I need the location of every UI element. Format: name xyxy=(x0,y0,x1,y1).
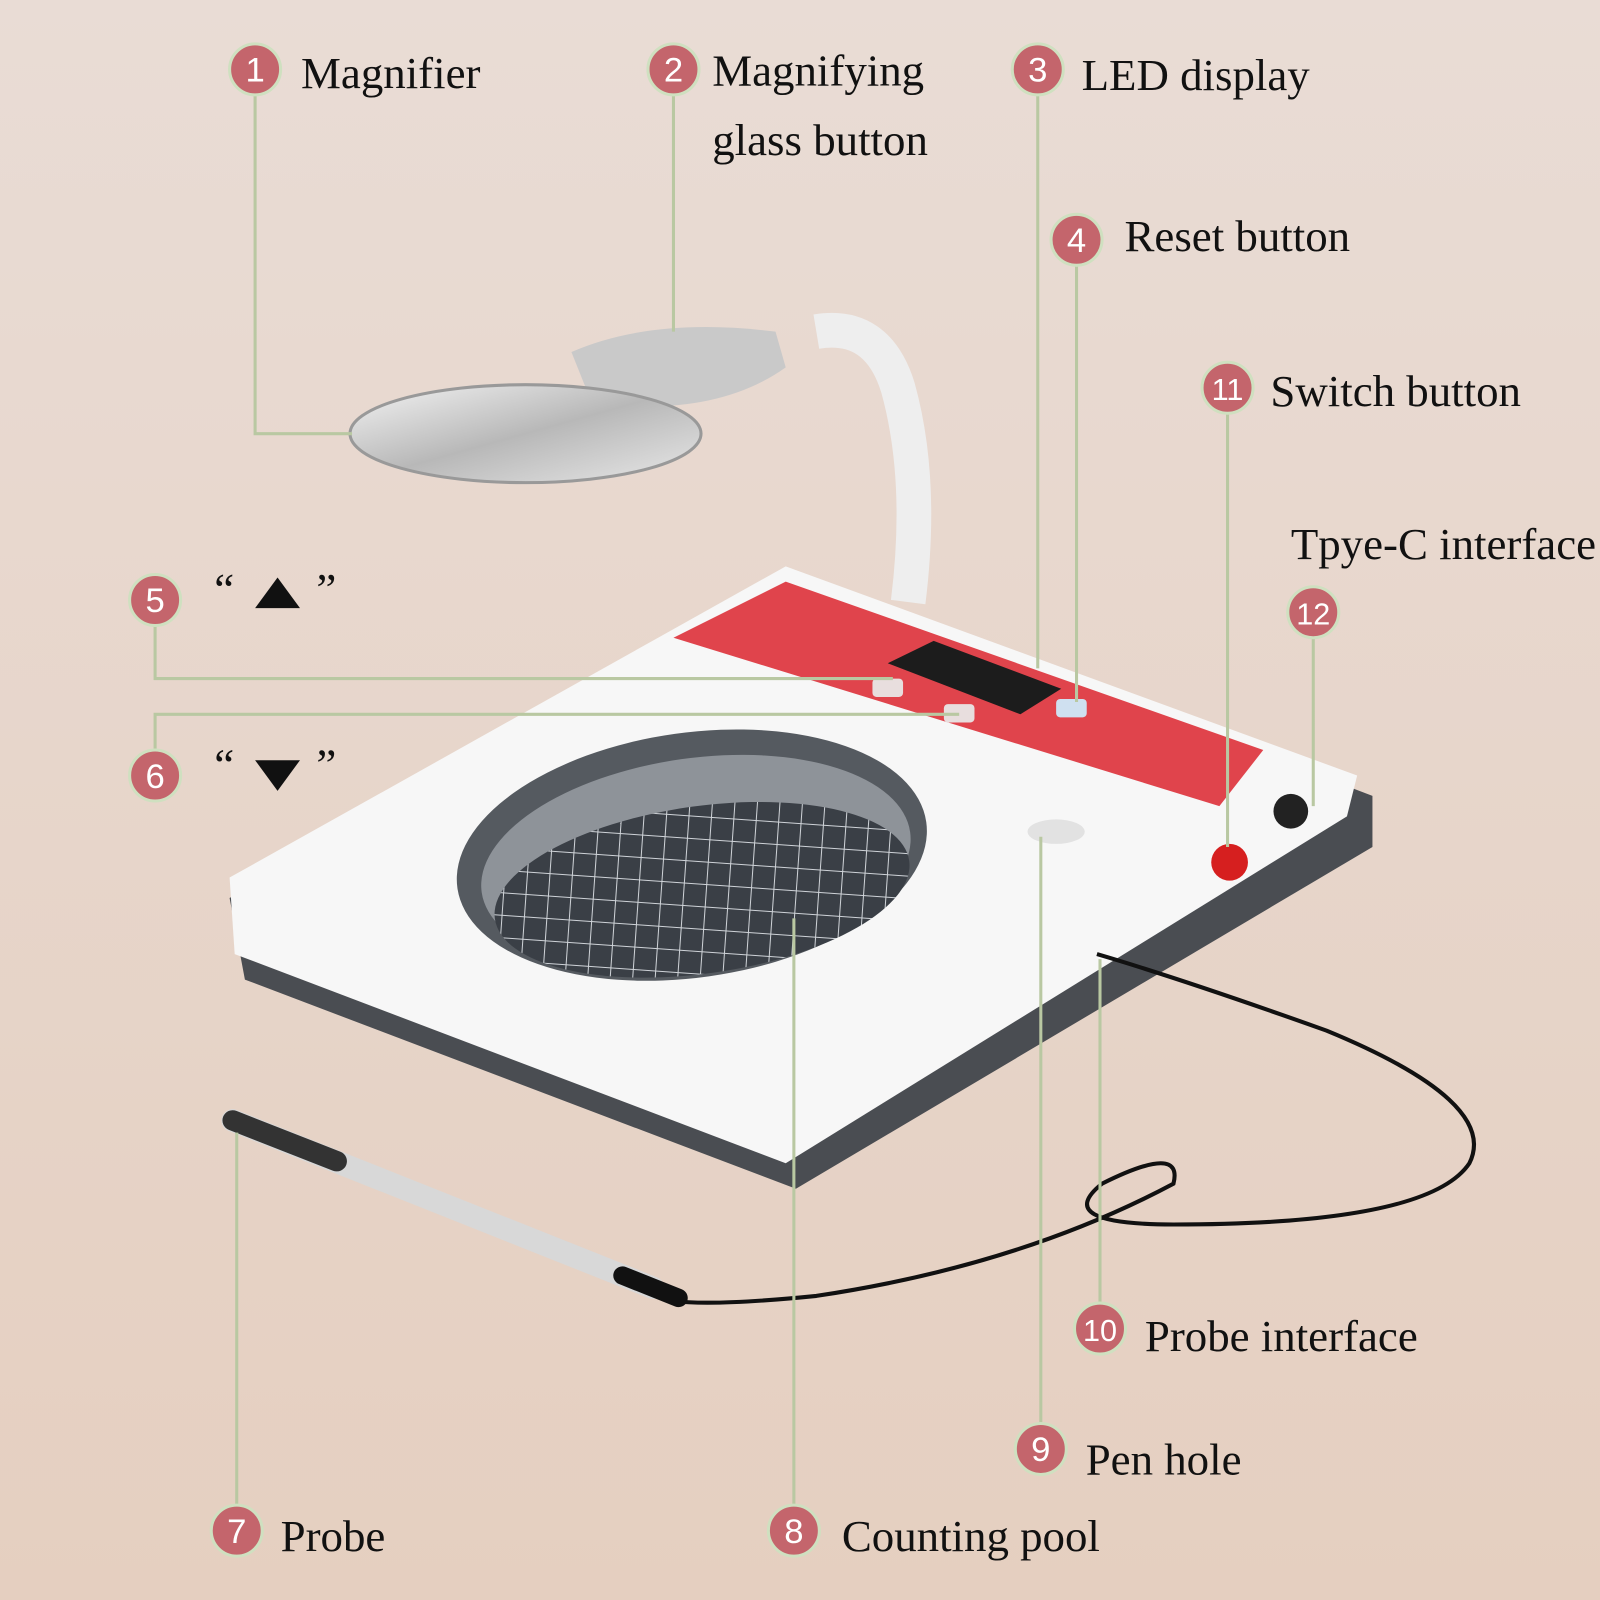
badge-number: 9 xyxy=(1031,1431,1050,1469)
callout-5: 5 “ ” xyxy=(128,564,336,628)
switch-button xyxy=(1211,843,1248,881)
up-button xyxy=(872,678,904,697)
badge-5 xyxy=(128,572,183,628)
quote-close: ” xyxy=(316,564,336,614)
callout-12: 12 Tpye-C interface xyxy=(1286,519,1596,640)
callout-9: 9 Pen hole xyxy=(1013,1421,1242,1484)
callout-8: 8 Counting pool xyxy=(766,1503,1100,1561)
label-type-c-interface: Tpye-C interface xyxy=(1291,519,1596,569)
callout-10: 10 Probe interface xyxy=(1072,1301,1418,1361)
badge-4 xyxy=(1049,212,1104,267)
badge-1 xyxy=(228,42,283,97)
badge-number: 6 xyxy=(145,758,164,796)
badge-11 xyxy=(1200,360,1255,415)
label-led-display: LED display xyxy=(1082,50,1311,100)
leader-lines xyxy=(153,95,1315,1507)
badge-number: 12 xyxy=(1296,597,1330,631)
badge-9 xyxy=(1013,1421,1068,1477)
callout-7: 7 Probe xyxy=(209,1503,386,1561)
label-pen-hole: Pen hole xyxy=(1086,1434,1242,1484)
quote-open: “ xyxy=(214,740,234,790)
label-magnifier: Magnifier xyxy=(301,48,480,98)
badge-number: 11 xyxy=(1212,373,1244,407)
label-reset-button: Reset button xyxy=(1124,211,1350,261)
led-display xyxy=(887,640,1062,715)
callout-4: 4 Reset button xyxy=(1049,211,1350,267)
badge-number: 7 xyxy=(227,1513,246,1551)
pen-hole xyxy=(1027,819,1085,844)
magnifier-head xyxy=(571,327,786,407)
quote-close: ” xyxy=(316,740,336,790)
badge-number: 4 xyxy=(1067,222,1086,260)
callout-6: 6 “ ” xyxy=(128,740,336,803)
badge-2 xyxy=(646,42,701,97)
triangle-up-icon xyxy=(255,577,300,609)
label-counting-pool: Counting pool xyxy=(842,1511,1100,1561)
badge-6 xyxy=(128,748,183,803)
callout-2: 2 Magnifying glass button xyxy=(646,42,928,165)
badge-number: 5 xyxy=(145,582,164,620)
gooseneck-arm xyxy=(813,313,932,605)
triangle-down-icon xyxy=(255,760,300,791)
cell-counter-device xyxy=(221,313,1476,1308)
magnifier-lens xyxy=(348,383,703,485)
badge-12 xyxy=(1286,585,1341,640)
label-magnifying-line2: glass button xyxy=(712,115,928,165)
label-probe-interface: Probe interface xyxy=(1145,1311,1418,1361)
badge-number: 8 xyxy=(784,1513,803,1551)
badge-number: 2 xyxy=(664,52,683,90)
label-probe: Probe xyxy=(281,1511,386,1561)
badge-10 xyxy=(1072,1301,1128,1356)
label-switch-button: Switch button xyxy=(1270,366,1521,416)
label-magnifying-line1: Magnifying xyxy=(712,46,924,96)
badge-number: 3 xyxy=(1028,52,1047,90)
callout-3: 3 LED display xyxy=(1010,42,1311,100)
reset-button xyxy=(1056,698,1087,718)
badge-number: 10 xyxy=(1083,1314,1117,1348)
callout-11: 11 Switch button xyxy=(1200,360,1521,416)
badge-7 xyxy=(209,1503,264,1558)
type-c-port xyxy=(1273,793,1309,829)
callout-1: 1 Magnifier xyxy=(228,42,481,98)
probe-cable xyxy=(673,952,1476,1305)
badge-8 xyxy=(766,1503,821,1558)
down-button xyxy=(943,704,975,723)
quote-open: “ xyxy=(214,564,234,614)
badge-number: 1 xyxy=(245,52,264,90)
badge-3 xyxy=(1010,42,1065,97)
